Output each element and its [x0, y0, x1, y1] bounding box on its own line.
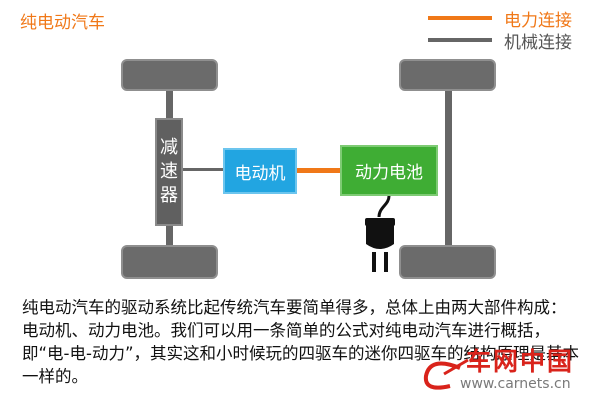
reducer-char-1: 减 [160, 137, 178, 158]
motor-label: 电动机 [234, 163, 286, 184]
electric-link-line [297, 168, 340, 173]
description-text: 纯电动汽车的驱动系统比起传统汽车要简单得多，总体上由两大部件构成：电动机、动力电… [22, 298, 580, 386]
reducer-char-2: 速 [160, 161, 178, 182]
reducer-char-3: 器 [160, 185, 178, 206]
rear-left-wheel [399, 59, 496, 91]
legend-label-electric: 电力连接 [504, 11, 572, 31]
legend-item-mechanical: 机械连接 [428, 28, 598, 53]
page-title: 纯电动汽车 [20, 13, 105, 33]
front-right-wheel [121, 245, 218, 279]
mechanical-link-line [183, 168, 223, 171]
reducer-box: 减 速 器 [155, 118, 183, 226]
legend-label-mechanical: 机械连接 [504, 33, 572, 53]
legend-item-electric: 电力连接 [428, 6, 598, 31]
legend-swatch-electric [428, 16, 492, 20]
motor-box: 电动机 [223, 148, 297, 194]
legend: 电力连接 机械连接 [428, 6, 598, 53]
battery-label: 动力电池 [355, 163, 423, 183]
watermark-logo-icon [423, 358, 469, 390]
rear-right-wheel [399, 245, 496, 279]
front-left-wheel [121, 59, 218, 91]
rear-axle [445, 88, 452, 246]
legend-swatch-mechanical [428, 38, 492, 42]
charging-plug-icon [365, 195, 395, 272]
battery-box: 动力电池 [340, 145, 438, 196]
